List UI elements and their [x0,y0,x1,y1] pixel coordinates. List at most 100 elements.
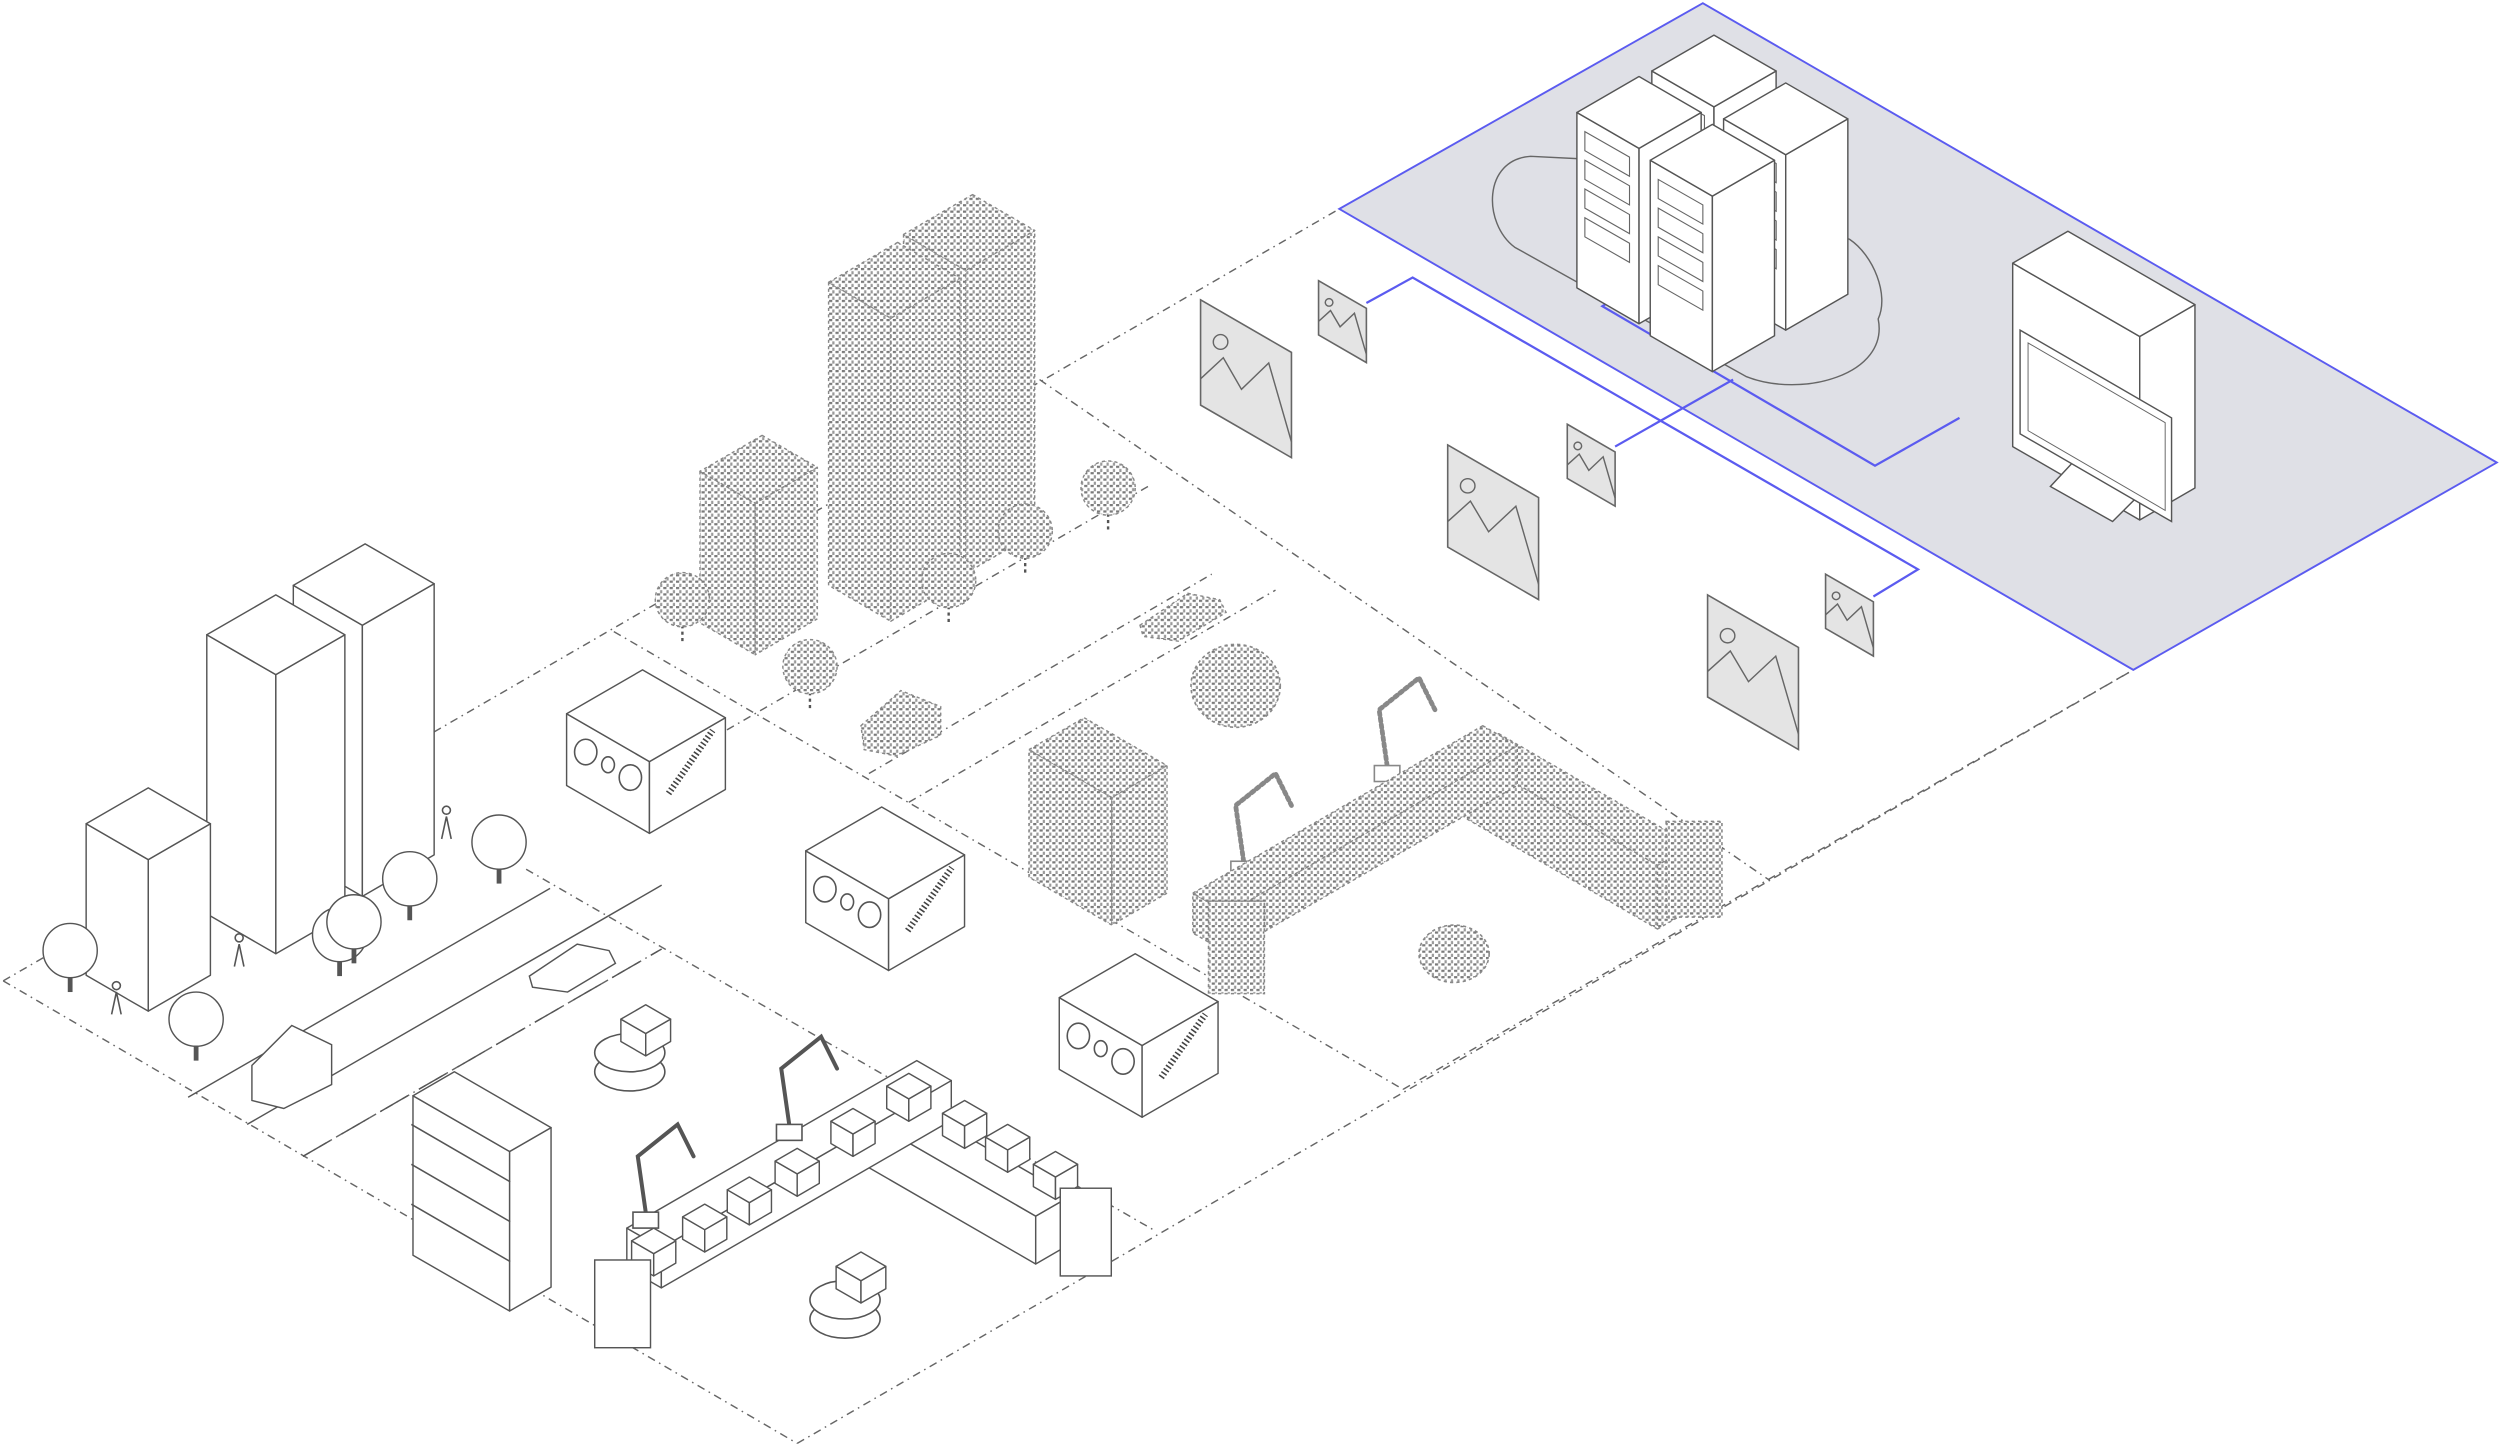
lens [857,901,882,929]
image-frame [1317,279,1368,364]
monitor-bezel [2027,342,2166,512]
tower-top-face [2011,230,2196,338]
package-top-face [885,1072,932,1100]
image-frame-icon [1317,279,1368,364]
server-panel [1657,207,1704,254]
road-edge [187,887,551,1098]
building-top-face [85,787,212,861]
grid-divider [796,669,2134,1445]
pc-building-left-face [699,470,756,656]
pc-leg [1665,820,1723,918]
road-lane [302,948,663,1157]
image-frame [1199,298,1293,460]
mountain-glyph [1318,309,1368,355]
connection-line [1614,378,1734,448]
shelf-level [410,1203,511,1263]
image-frame [1824,572,1875,658]
server-panel [1657,235,1704,283]
arm-base [775,1123,803,1142]
body [110,991,122,1015]
conveyor-icon [593,1059,1113,1349]
pc-shelf-left-face [1028,748,1113,926]
grid-divider [908,589,1276,803]
package-top-face [1032,1150,1079,1178]
head [441,805,452,816]
shelf-level [410,1163,511,1223]
building-top-face [206,594,346,676]
pedestrian-icon [440,805,452,840]
pc-building-left-face [827,281,892,622]
vent [1158,1012,1208,1080]
canopy [1080,460,1136,516]
vent [665,728,716,796]
mountain-glyph [1566,452,1616,499]
point-cloud-tree [997,503,1054,573]
grid-divider [1402,669,2134,1090]
pc-building-top-face [902,193,1036,272]
robot-payload-top-face [835,1251,887,1282]
canopy [654,571,711,628]
mountain-glyph [1707,649,1800,735]
image-frame-icon [1446,443,1540,601]
lens [840,893,855,911]
lens [618,763,643,792]
arm-base [632,1211,660,1229]
server-panel [1657,178,1704,226]
mobile-robot-icon [809,1251,887,1339]
arm-links [1233,769,1294,864]
body [233,944,245,967]
canopy [42,922,98,979]
server-panel [1584,216,1631,264]
shelf-icon [410,1071,552,1312]
grid-divider [525,868,1157,1232]
canopy [782,638,838,695]
canopy [381,850,438,907]
sun-glyph [1212,333,1229,351]
pc-shelf-right-face [1111,764,1168,926]
server-panel [1584,159,1631,206]
shelf-level [410,1123,511,1183]
package-top-face [830,1107,876,1135]
robot-arm-icon [632,1121,696,1229]
image-frame-icon [1824,572,1875,658]
point-cloud-car [1139,592,1228,642]
lens [812,875,837,903]
image-frame-icon [1566,422,1616,508]
conveyor-leg [1059,1187,1113,1277]
car-icon [528,943,617,993]
point-cloud-building [699,434,819,656]
point-cloud-car [860,689,942,757]
server-rack-icon [1649,123,1776,373]
server-panel [1584,188,1631,235]
mountain-glyph [1200,356,1293,443]
arm-links [1376,674,1438,768]
arm-links [779,1033,840,1127]
building-icon [85,787,212,1012]
conveyor-leg [593,1259,652,1349]
mountain-glyph [1825,602,1875,649]
grid-divider [2,980,798,1445]
sun-glyph [1719,627,1736,644]
point-cloud-factory [1028,643,1723,995]
server-right-face [1784,118,1849,331]
pc-mobile-robot [1418,924,1490,984]
tree-icon [42,922,98,993]
lens [1111,1047,1135,1075]
van-icon [251,1024,333,1110]
point-cloud-tree [1080,460,1136,530]
camera-sensor-icon [565,669,727,835]
camera-top-face [565,669,727,763]
package-top-face [630,1227,677,1255]
building-right-face [361,583,435,898]
body [440,816,452,840]
building-left-face [206,634,277,955]
pc-building-top-face [699,434,819,504]
camera-top-face [805,806,966,900]
tree-icon [326,894,382,964]
building-icon [206,594,346,955]
server-right-face [1711,159,1776,373]
pedestrian-icon [233,933,245,967]
package-top-face [726,1176,773,1204]
cloud-icon [1491,155,1883,386]
